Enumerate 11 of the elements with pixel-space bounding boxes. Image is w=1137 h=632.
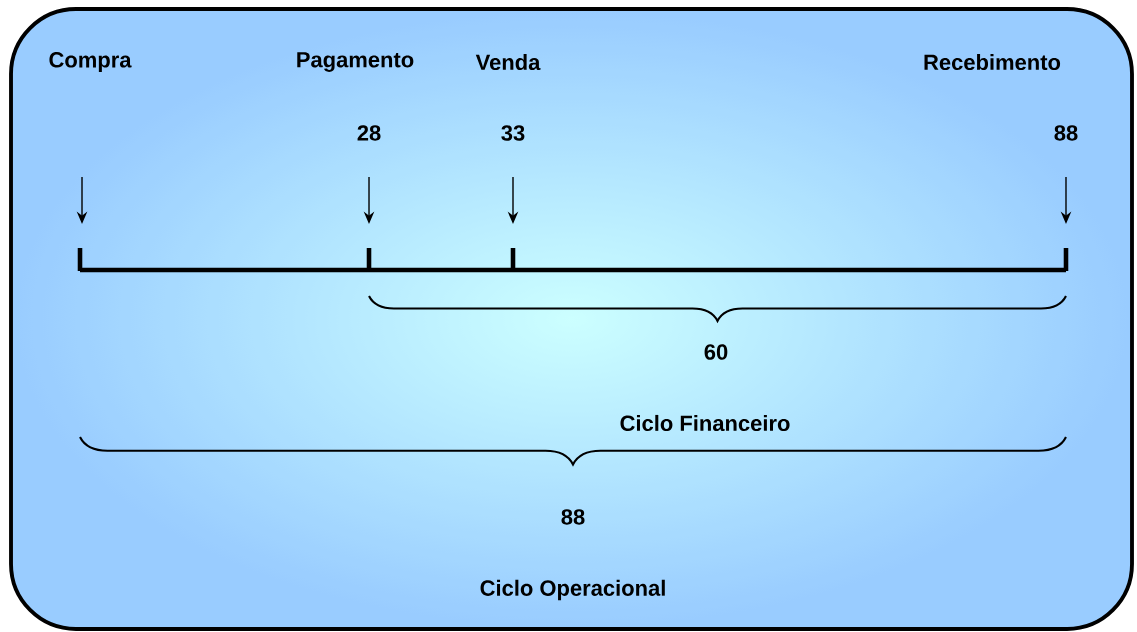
cycle-label: Ciclo Financeiro — [620, 414, 790, 432]
day-number: 88 — [1054, 125, 1078, 141]
cycle-label: Ciclo Operacional — [480, 579, 665, 601]
event-label: Pagamento — [297, 52, 414, 72]
day-number: 33 — [501, 125, 525, 141]
duration-number: 88 — [561, 509, 585, 525]
day-number: 28 — [357, 125, 381, 141]
event-label: Venda — [475, 53, 541, 71]
event-label: Compra — [49, 52, 132, 72]
event-label: Recebimento — [924, 53, 1061, 71]
duration-number: 60 — [704, 344, 728, 360]
